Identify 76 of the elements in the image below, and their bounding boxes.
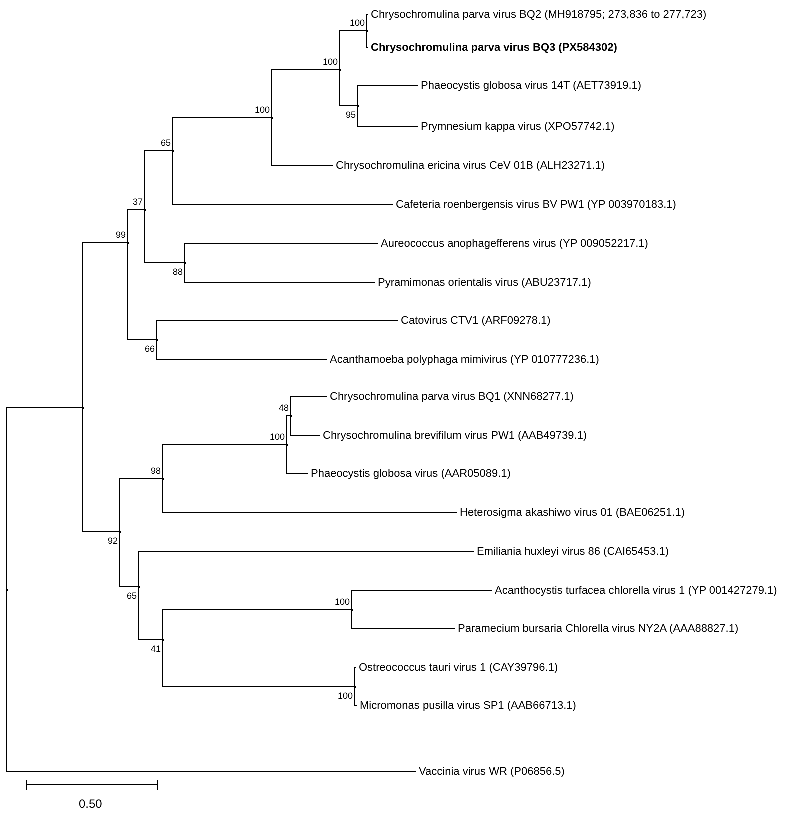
tree-branch: [6, 408, 82, 590]
taxon-label: Chrysochromulina ericina virus CeV 01B (ALH23271.1): [333, 158, 606, 174]
tree-branch: [144, 210, 184, 264]
bootstrap-value: 65: [126, 591, 137, 601]
tree-branch: [144, 150, 172, 210]
tree-branch: [162, 444, 286, 478]
taxon-label: Catovirus CTV1 (ARF09278.1): [398, 313, 551, 329]
taxon-label: Paramecium bursaria Chlorella virus NY2A (AAA88827.1): [455, 621, 739, 637]
tree-branch: [120, 532, 138, 588]
bootstrap-value: 88: [172, 267, 183, 277]
tree-branch: [162, 480, 458, 514]
taxon-label: Chrysochromulina parva virus BQ3 (PX584302): [368, 40, 618, 56]
tree-branch: [272, 70, 340, 118]
scale-label: 0.50: [79, 797, 102, 811]
taxon-label: Micromonas pusilla virus SP1 (AAB66713.1): [357, 698, 576, 714]
taxon-label: Chrysochromulina brevifilum virus PW1 (AAB49739.1): [320, 428, 588, 444]
tree-branch: [128, 210, 144, 242]
tree-branch: [340, 70, 358, 106]
taxon-label: Emiliania huxleyi virus 86 (CAI65453.1): [474, 544, 669, 560]
tree-branch: [6, 590, 416, 772]
taxon-label: Acanthamoeba polyphaga mimivirus (YP 010777236.1): [327, 352, 600, 368]
tree-branch: [354, 668, 356, 686]
bootstrap-value: 100: [350, 18, 365, 28]
bootstrap-value: 99: [116, 230, 126, 240]
tree-branch: [156, 340, 328, 360]
tree-branch: [138, 588, 162, 640]
tree-branch: [290, 396, 328, 416]
tree-branch: [128, 244, 156, 340]
bootstrap-value: 100: [270, 432, 285, 442]
tree-branch: [162, 610, 352, 640]
taxon-label: Phaeocystis globosa virus 14T (AET73919.1): [418, 78, 642, 94]
taxon-label: Pyramimonas orientalis virus (ABU23717.1): [375, 275, 592, 291]
bootstrap-value: 95: [346, 110, 356, 120]
tree-branch: [138, 552, 474, 586]
taxon-label: Ostreococcus tauri virus 1 (CAY39796.1): [356, 660, 558, 676]
bootstrap-value: 66: [144, 344, 155, 354]
tree-branch: [286, 446, 308, 474]
bootstrap-value: 41: [150, 644, 161, 654]
tree-branch: [366, 14, 368, 30]
taxon-label: Chrysochromulina parva virus BQ2 (MH918795; 273,836 to 277,723): [368, 7, 707, 23]
tree-branch: [272, 118, 334, 166]
bootstrap-value: 100: [254, 105, 270, 115]
taxon-label: Cafeteria roenbergensis virus BV PW1 (YP 003970183.1): [393, 197, 676, 213]
tree-branch: [352, 590, 492, 610]
taxon-label: Phaeocystis globosa virus (AAR05089.1): [308, 466, 511, 482]
taxon-label: Heterosigma akashiwo virus 01 (BAE06251.1): [457, 505, 686, 521]
tree-branch: [82, 242, 128, 408]
bootstrap-value: 92: [108, 536, 118, 546]
tree-branch: [120, 478, 162, 532]
bootstrap-value: 48: [278, 403, 289, 413]
tree-branch: [286, 416, 290, 444]
taxon-label: Chrysochromulina parva virus BQ1 (XNN68277.1): [327, 389, 574, 405]
bootstrap-value: 100: [338, 691, 353, 701]
tree-branch: [354, 688, 358, 706]
tree-branch: [358, 86, 418, 106]
tree-branch: [82, 408, 120, 532]
tree-branch: [366, 32, 368, 48]
bootstrap-value: 98: [150, 466, 161, 476]
taxon-label: Aureococcus anophagefferens virus (YP 009052217.1): [378, 236, 648, 252]
bootstrap-value: 37: [132, 197, 143, 207]
bootstrap-value: 100: [322, 57, 338, 67]
tree-branch: [358, 106, 418, 128]
tree-branch: [156, 320, 398, 340]
taxon-label: Vaccinia virus WR (P06856.5): [416, 764, 565, 780]
tree-branch: [172, 152, 394, 206]
tree-branch: [172, 118, 272, 150]
tree-branch: [340, 30, 366, 70]
tree-branch: [162, 640, 354, 688]
tree-branch: [184, 244, 378, 262]
tree-branch: [290, 416, 320, 436]
tree-branch: [352, 610, 456, 630]
taxon-label: Acanthocystis turfacea chlorella virus 1 (YP 001427279.1): [492, 583, 778, 599]
bootstrap-value: 65: [160, 138, 171, 148]
bootstrap-value: 100: [334, 597, 350, 607]
taxon-label: Prymnesium kappa virus (XPO57742.1): [418, 119, 615, 135]
tree-branch: [184, 264, 376, 284]
